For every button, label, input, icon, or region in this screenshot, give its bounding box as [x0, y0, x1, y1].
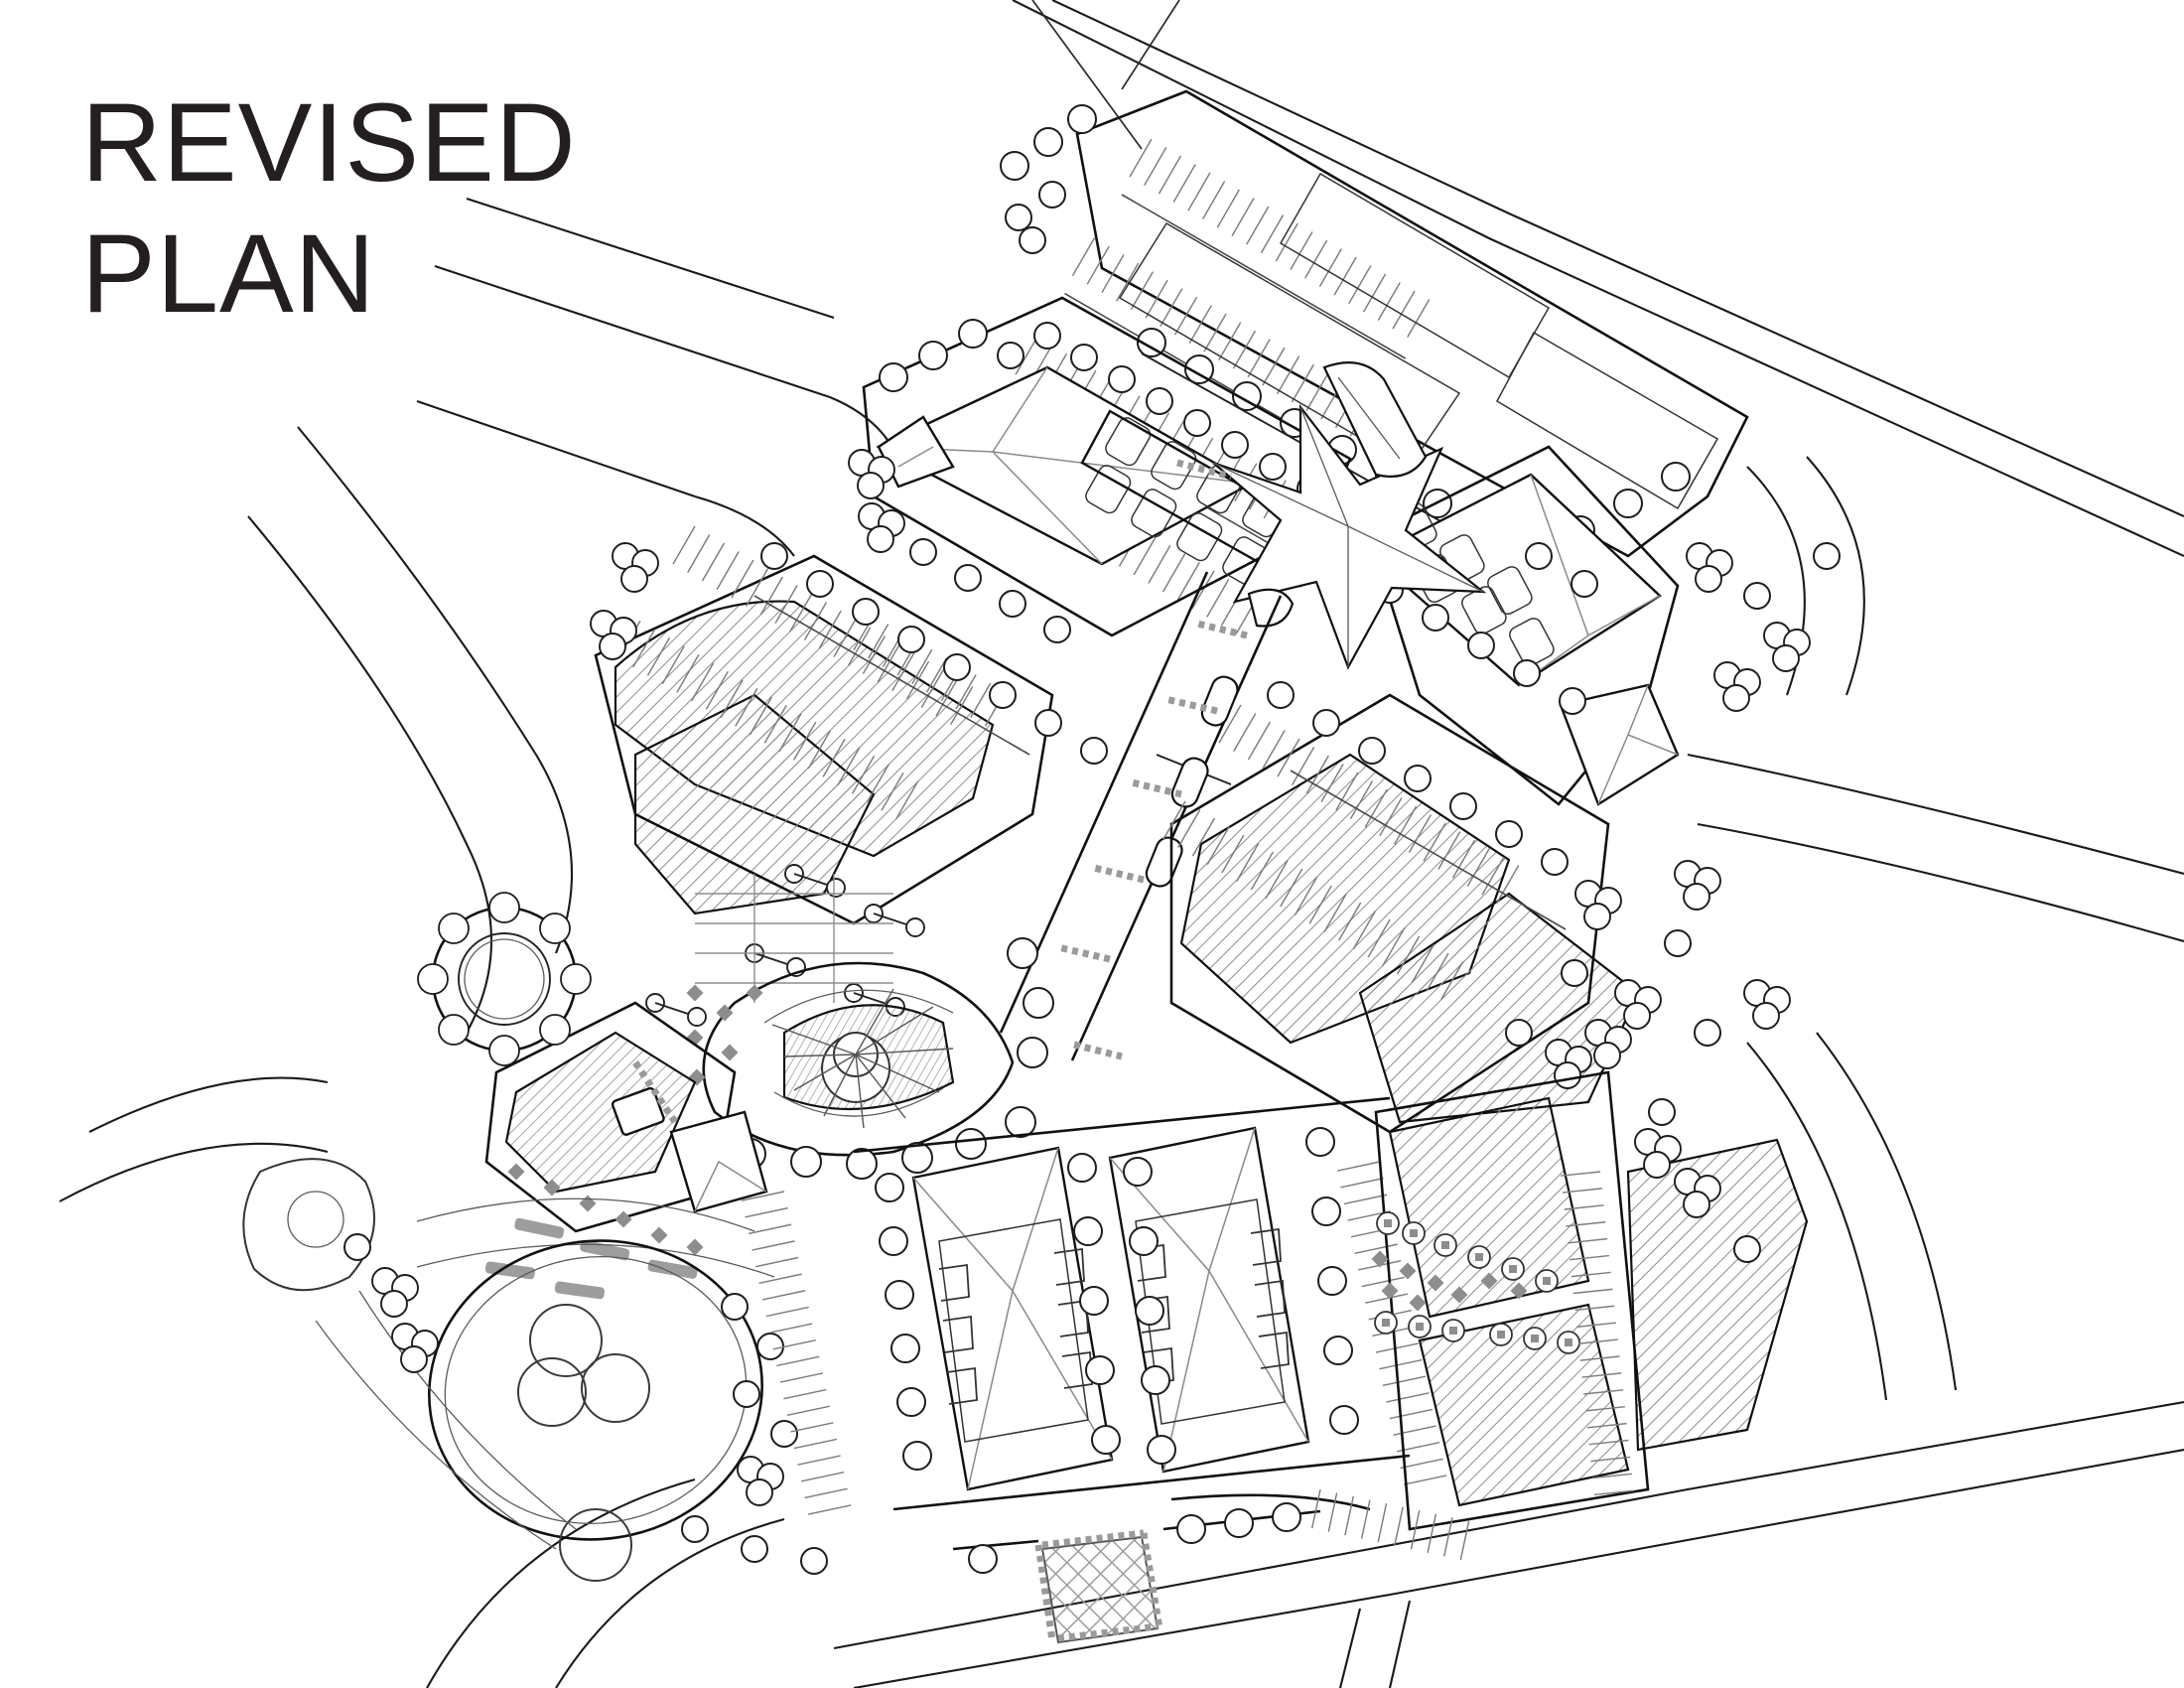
main-street-spine — [999, 459, 1283, 1061]
roundabout-tree-ring — [417, 892, 592, 1066]
central-star-plaza — [1212, 361, 1487, 670]
specimen-tree-cluster — [517, 1304, 650, 1427]
sw-storefront-bays — [938, 1247, 1093, 1405]
paver-bands-west — [484, 1217, 698, 1300]
south-paver-crosswalk — [952, 1488, 1470, 1644]
west-small-pads — [416, 1001, 775, 1300]
oval-lawn — [315, 1239, 763, 1582]
paver-field-amphitheater — [686, 984, 763, 1086]
amphitheater-fountain — [679, 937, 1054, 1180]
tree-row-east-mid — [1267, 681, 1569, 876]
northeast-retail-wing — [1368, 445, 1771, 806]
title-block: REVISED PLAN — [81, 77, 577, 340]
tree-row-west-lot — [760, 542, 1108, 765]
nw-retail-bays — [1085, 417, 1289, 586]
tree-row-anchor-nw — [1000, 104, 1097, 254]
roundabout — [417, 892, 592, 1066]
road-network — [59, 0, 2184, 1688]
title-line-plan: PLAN — [81, 211, 376, 336]
west-tree-groups — [343, 1233, 828, 1575]
tree-rows-south-buildings — [875, 1127, 1359, 1471]
retention-pond — [242, 1158, 375, 1292]
perimeter-tree-groups — [1505, 542, 1841, 1179]
south-main-buildings — [741, 1096, 1447, 1515]
west-building-pad — [590, 525, 1108, 1027]
title-line-revised: REVISED — [81, 80, 577, 205]
southeast-building-pads — [1371, 1070, 1809, 1531]
east-building-pads-mid — [1162, 681, 1721, 1134]
